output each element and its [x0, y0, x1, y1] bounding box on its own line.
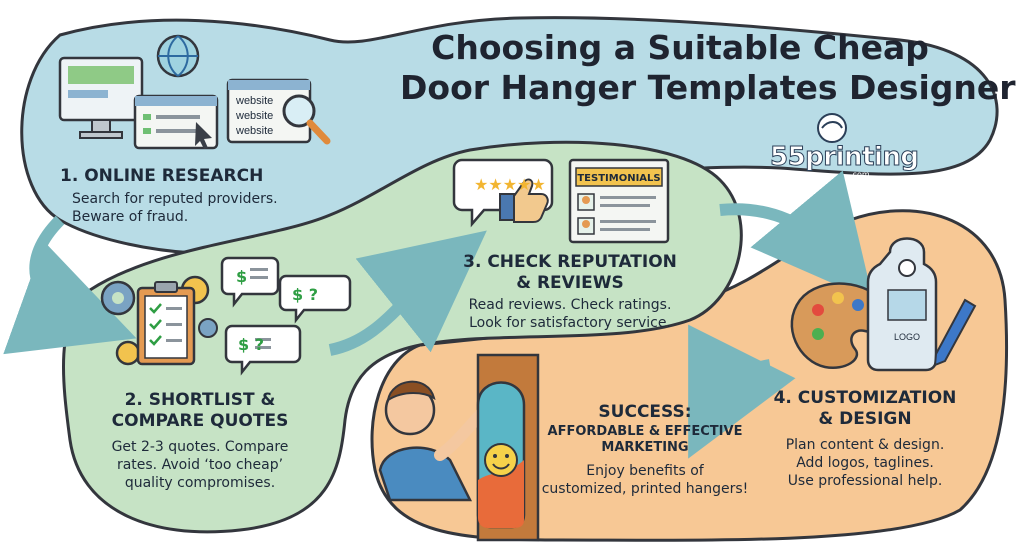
magnifier-icon	[282, 94, 331, 145]
brand-domain: .com	[850, 170, 870, 179]
stars-icon: ★★★★★	[474, 175, 546, 194]
hanger-logo-label: LOGO	[894, 332, 920, 342]
success-subheading: AFFORDABLE & EFFECTIVE MARKETING	[547, 424, 743, 455]
quote-symbol-3: $ ?	[238, 335, 264, 354]
step-2-text: Get 2-3 quotes. Compare rates. Avoid ‘to…	[111, 439, 289, 491]
globe-icon	[156, 34, 200, 78]
brand-logo: 55printing .com	[770, 118, 920, 180]
flow-arrow-1	[3, 215, 137, 355]
success-heading: SUCCESS:	[598, 402, 692, 422]
browser-window-icon	[133, 94, 219, 150]
logo-swirl-icon	[817, 113, 847, 143]
smiley-icon	[484, 443, 518, 477]
pen-icon	[933, 298, 977, 367]
brand-name: 55printing	[770, 142, 920, 173]
step-3-text: Read reviews. Check ratings. Look for sa…	[468, 297, 672, 331]
monitor-icon	[58, 56, 144, 139]
step-4-heading: 4. CUSTOMIZATION & DESIGN	[773, 388, 957, 429]
flow-arrow-4	[688, 324, 796, 459]
hanging-door-hanger	[476, 381, 526, 529]
page-title: Choosing a Suitable Cheap Door Hanger Te…	[400, 28, 1016, 107]
browser-label-3: website	[235, 125, 273, 137]
quote-bubbles-icon	[220, 256, 352, 376]
browser-label-1: website	[235, 95, 273, 107]
flow-arrow-3	[719, 170, 874, 302]
flow-arrow-2	[328, 230, 487, 356]
clipboard-icon	[136, 281, 196, 366]
palette-icon	[790, 282, 890, 370]
thumbs-up-icon	[499, 178, 549, 223]
testimonials-label: TESTIMONIALS	[577, 173, 660, 184]
step-3-heading: 3. CHECK REPUTATION & REVIEWS	[463, 252, 677, 293]
door-hanger-icon	[866, 237, 938, 372]
quote-symbol-2: $ ?	[292, 285, 318, 304]
quote-symbol-1: $	[236, 267, 247, 286]
success-text: Enjoy benefits of customized, printed ha…	[541, 463, 749, 497]
step-1-text: Search for reputed providers. Beware of …	[72, 191, 278, 225]
step-2-heading: 2. SHORTLIST & COMPARE QUOTES	[111, 390, 289, 431]
browser-label-2: website	[235, 110, 273, 122]
step-4-text: Plan content & design. Add logos, taglin…	[785, 437, 945, 489]
testimonials-panel-icon	[568, 158, 670, 244]
step-1-heading: 1. ONLINE RESEARCH	[60, 166, 264, 186]
